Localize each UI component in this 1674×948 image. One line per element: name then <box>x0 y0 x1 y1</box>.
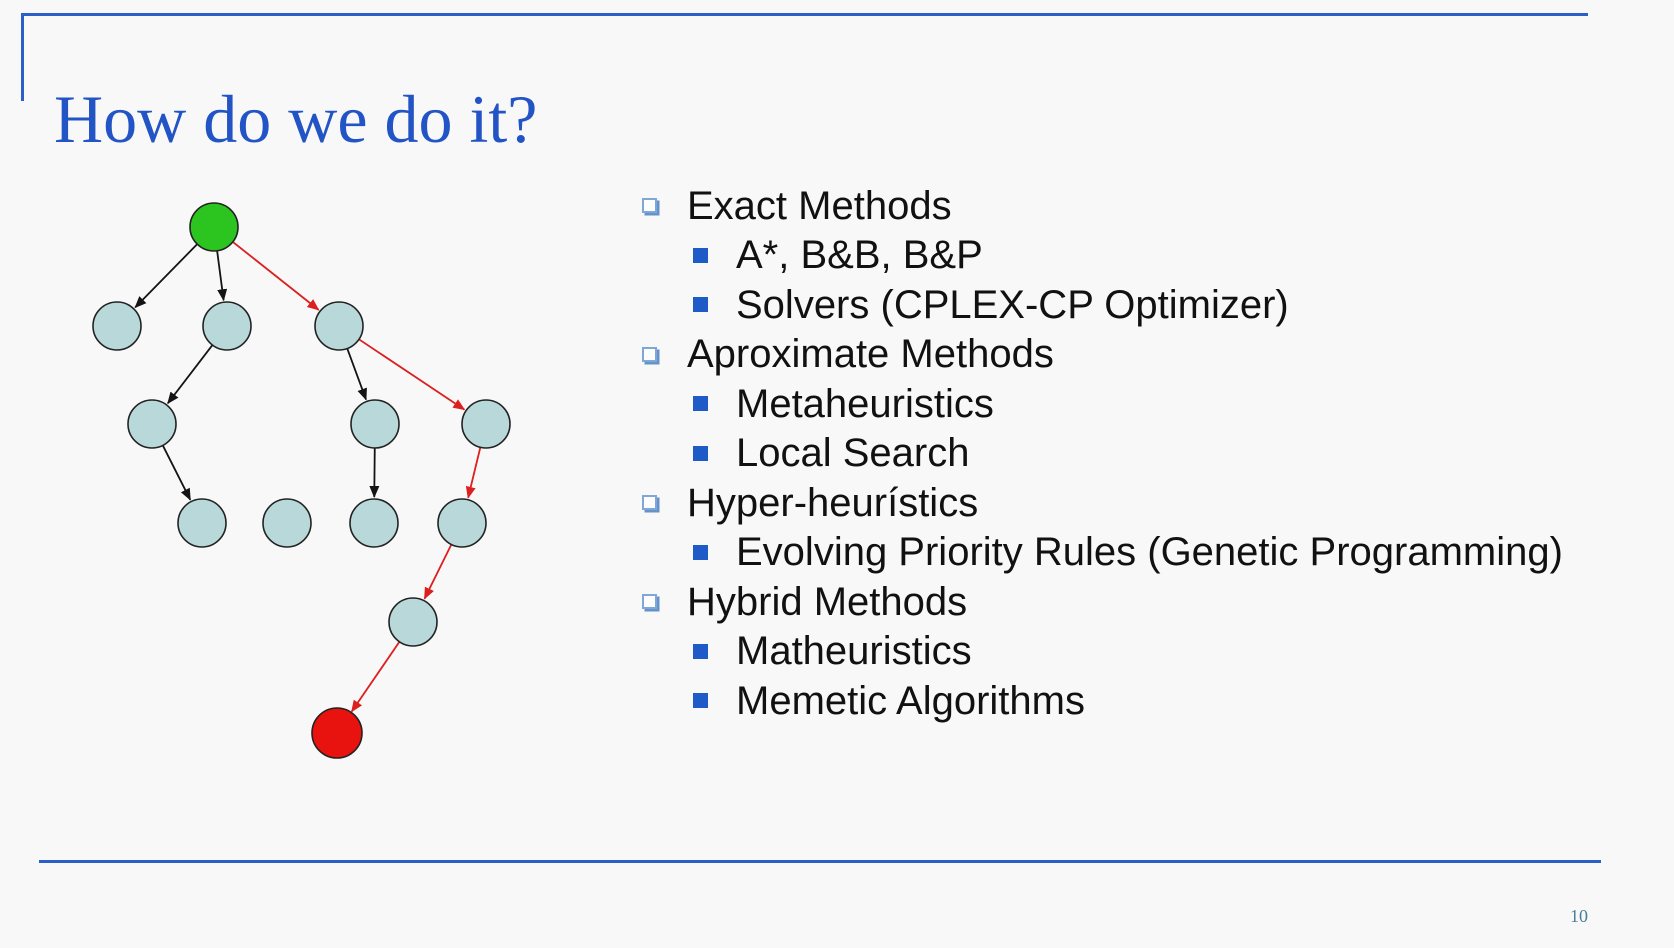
page-number: 10 <box>1570 906 1588 926</box>
tree-root-node <box>189 202 239 252</box>
tree-edge-red-path <box>358 338 466 411</box>
list-item-label: Aproximate Methods <box>687 332 1054 377</box>
tree-edge <box>167 344 214 405</box>
list-item-label: Evolving Priority Rules (Genetic Program… <box>736 530 1563 575</box>
list-item-label: Metaheuristics <box>736 381 994 426</box>
tree-edge <box>162 445 192 501</box>
tree-edge <box>134 243 198 309</box>
footer-rule <box>39 860 1601 863</box>
list-item: Hybrid Methods <box>642 577 1632 627</box>
list-item: Solvers (CPLEX-CP Optimizer) <box>642 280 1632 330</box>
list-item-label: Exact Methods <box>687 183 952 228</box>
list-item: Memetic Algorithms <box>642 676 1632 726</box>
list-item: Aproximate Methods <box>642 330 1632 380</box>
tree-node <box>437 498 487 548</box>
tree-node <box>92 301 142 351</box>
list-item-label: Matheuristics <box>736 629 972 674</box>
tree-node <box>349 498 399 548</box>
list-item-label: Hybrid Methods <box>687 579 968 624</box>
hollow-square-bullet-icon <box>642 346 657 362</box>
list-item: A*, B&B, B&P <box>642 231 1632 281</box>
tree-edge-red-path <box>465 447 482 499</box>
tree-goal-node <box>311 707 363 759</box>
list-item-label: Memetic Algorithms <box>736 678 1085 723</box>
solid-square-bullet-icon <box>693 297 708 313</box>
list-item-label: Local Search <box>736 431 970 476</box>
list-item: Hyper-heurístics <box>642 478 1632 528</box>
solid-square-bullet-icon <box>693 544 708 560</box>
solid-square-bullet-icon <box>693 396 708 412</box>
list-item: Exact Methods <box>642 181 1632 231</box>
solid-square-bullet-icon <box>693 445 708 461</box>
tree-node <box>314 301 364 351</box>
hollow-square-bullet-icon <box>642 198 657 214</box>
list-item: Metaheuristics <box>642 379 1632 429</box>
tree-node <box>461 399 511 449</box>
tree-node <box>262 498 312 548</box>
list-item: Evolving Priority Rules (Genetic Program… <box>642 528 1632 578</box>
title-top-rule <box>21 13 1588 16</box>
tree-node <box>127 399 177 449</box>
solid-square-bullet-icon <box>693 643 708 659</box>
list-item-label: Hyper-heurístics <box>687 480 979 525</box>
tree-edge-red-path <box>232 241 320 311</box>
tree-edge <box>216 250 228 302</box>
list-item-label: A*, B&B, B&P <box>736 233 983 278</box>
solid-square-bullet-icon <box>693 693 708 709</box>
slide-title: How do we do it? <box>54 80 538 157</box>
list-item: Local Search <box>642 429 1632 479</box>
tree-node <box>202 301 252 351</box>
solid-square-bullet-icon <box>693 247 708 263</box>
list-item-label: Solvers (CPLEX-CP Optimizer) <box>736 282 1289 327</box>
list-item: Matheuristics <box>642 627 1632 677</box>
tree-edge <box>346 348 367 401</box>
tree-node <box>350 399 400 449</box>
hollow-square-bullet-icon <box>642 495 657 511</box>
title-left-rule <box>21 13 24 101</box>
tree-edge-red-path <box>423 544 453 600</box>
tree-node <box>388 597 438 647</box>
tree-node <box>177 498 227 548</box>
tree-edge-red-path <box>350 641 401 713</box>
hollow-square-bullet-icon <box>642 594 657 610</box>
